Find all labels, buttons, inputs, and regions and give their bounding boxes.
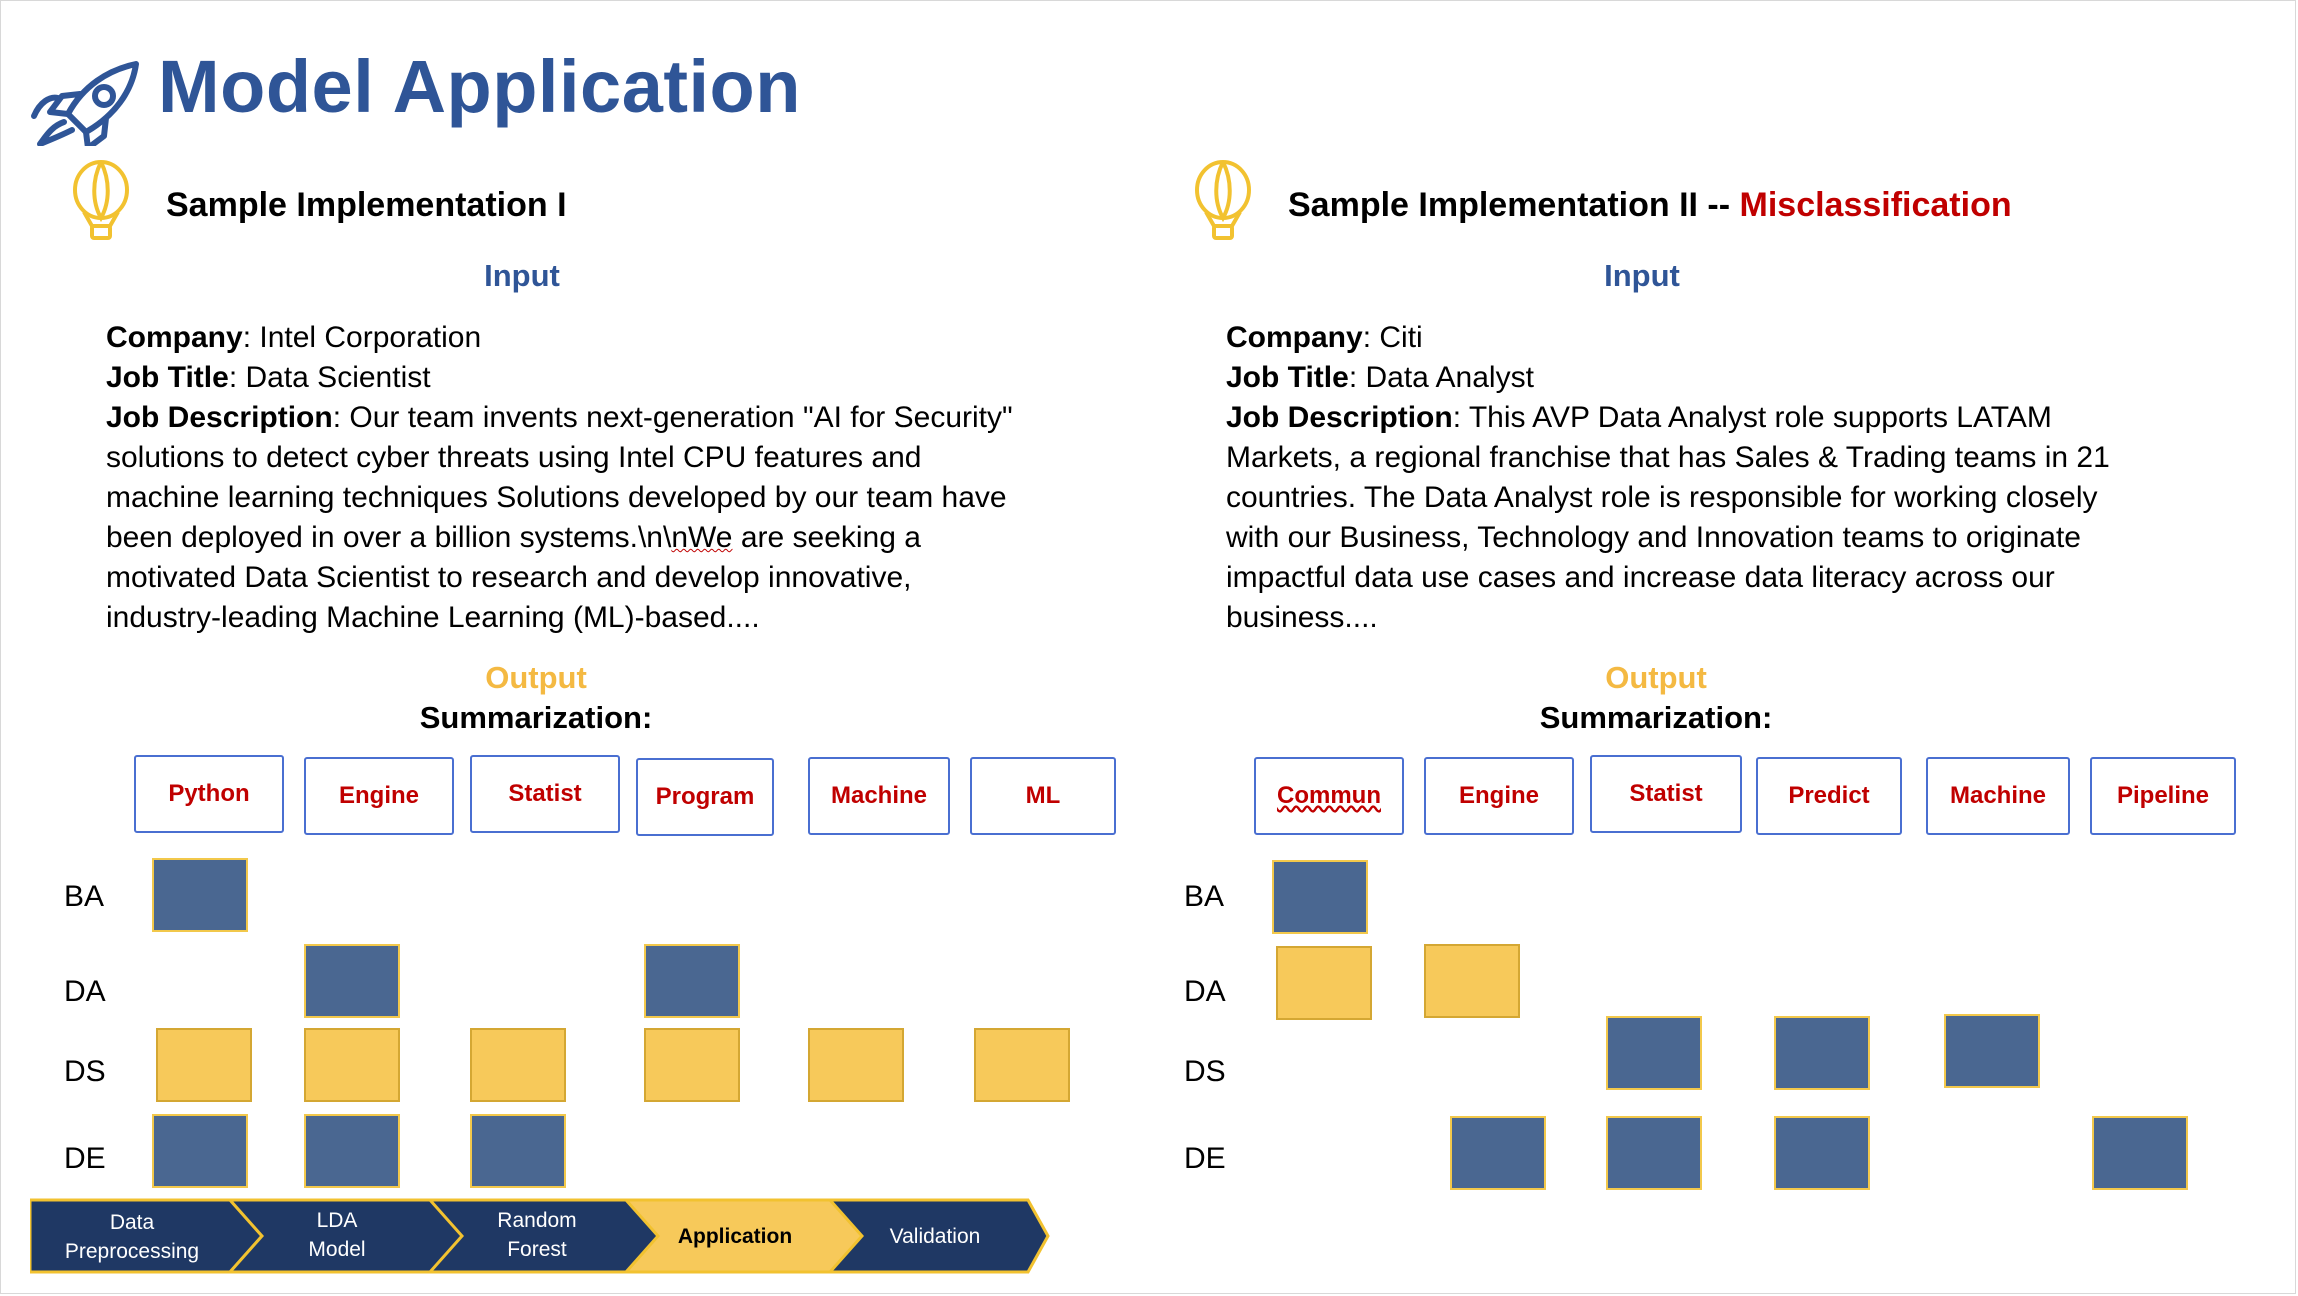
lightbulb-icon bbox=[1195, 160, 1251, 240]
left-job-text: Company: Intel Corporation Job Title: Da… bbox=[106, 318, 1096, 638]
right-tag-predict: Predict bbox=[1756, 757, 1902, 835]
right-job-desc-line: countries. The Data Analyst role is resp… bbox=[1226, 481, 2098, 514]
left-section-heading: Sample Implementation I bbox=[166, 186, 567, 224]
left-cell-ds-ml bbox=[974, 1028, 1070, 1102]
left-company-label: Company bbox=[106, 321, 243, 354]
right-tag-machine: Machine bbox=[1926, 757, 2070, 835]
right-tag-pipeline: Pipeline bbox=[2090, 757, 2236, 835]
right-section-heading: Sample Implementation II -- Misclassific… bbox=[1288, 186, 2012, 225]
left-row-label-de: DE bbox=[64, 1142, 106, 1175]
right-cell-ds-statist bbox=[1606, 1016, 1702, 1090]
right-cell-da-engine bbox=[1424, 944, 1520, 1018]
pipeline-chevrons bbox=[30, 1198, 1050, 1274]
left-tag-ml: ML bbox=[970, 757, 1116, 835]
left-cell-ds-engine bbox=[304, 1028, 400, 1102]
left-row-label-da: DA bbox=[64, 975, 106, 1008]
rocket-icon bbox=[31, 61, 139, 146]
left-output-label: Output bbox=[485, 660, 587, 695]
right-cell-ba-commun bbox=[1272, 860, 1368, 934]
left-row-label-ba: BA bbox=[64, 880, 105, 913]
left-job-title-label: Job Title bbox=[106, 361, 229, 394]
right-job-title-value: : Data Analyst bbox=[1348, 361, 1534, 394]
left-cell-ds-statist bbox=[470, 1028, 566, 1102]
right-cell-de-predict bbox=[1774, 1116, 1870, 1190]
right-job-text: Company: Citi Job Title: Data Analyst Jo… bbox=[1226, 318, 2216, 638]
right-cell-de-engine bbox=[1450, 1116, 1546, 1190]
right-row-label-da: DA bbox=[1184, 975, 1226, 1008]
left-job-desc-line: : Our team invents next-generation "AI f… bbox=[332, 401, 1013, 434]
right-cell-ds-predict bbox=[1774, 1016, 1870, 1090]
left-cell-de-statist bbox=[470, 1114, 566, 1188]
pipeline-label-validation[interactable]: Validation bbox=[889, 1225, 981, 1248]
right-company-value: : Citi bbox=[1362, 321, 1423, 354]
left-cell-ba-python bbox=[152, 858, 248, 932]
right-job-desc-line: impactful data use cases and increase da… bbox=[1226, 561, 2055, 594]
left-row-label-ds: DS bbox=[64, 1055, 106, 1088]
left-tag-program: Program bbox=[636, 758, 774, 836]
left-cell-de-python bbox=[152, 1114, 248, 1188]
left-cell-da-engine bbox=[304, 944, 400, 1018]
right-job-title-label: Job Title bbox=[1226, 361, 1349, 394]
left-job-desc-line: solutions to detect cyber threats using … bbox=[106, 441, 922, 474]
right-heading-main: Sample Implementation II -- bbox=[1288, 186, 1740, 224]
left-company-value: : Intel Corporation bbox=[242, 321, 482, 354]
right-job-desc-line: with our Business, Technology and Innova… bbox=[1226, 521, 2081, 554]
right-tag-statist: Statist bbox=[1590, 755, 1742, 833]
left-cell-ds-machine bbox=[808, 1028, 904, 1102]
right-company-label: Company bbox=[1226, 321, 1363, 354]
left-job-desc-line: industry-leading Machine Learning (ML)-b… bbox=[106, 601, 760, 634]
left-job-desc-line: machine learning techniques Solutions de… bbox=[106, 481, 1007, 514]
left-cell-de-engine bbox=[304, 1114, 400, 1188]
left-tag-python: Python bbox=[134, 755, 284, 833]
left-job-desc-line: motivated Data Scientist to research and… bbox=[106, 561, 912, 594]
left-job-desc-squiggle: nWe bbox=[671, 521, 733, 554]
right-row-label-de: DE bbox=[1184, 1142, 1226, 1175]
left-tag-statist: Statist bbox=[470, 755, 620, 833]
right-input-label: Input bbox=[1604, 258, 1680, 293]
left-cell-ds-program bbox=[644, 1028, 740, 1102]
pipeline-label-application[interactable]: Application bbox=[677, 1225, 793, 1248]
right-cell-da-commun bbox=[1276, 946, 1372, 1020]
left-input-label: Input bbox=[484, 258, 560, 293]
right-output-label: Output bbox=[1605, 660, 1707, 695]
right-job-desc-line: business.... bbox=[1226, 601, 1378, 634]
right-row-label-ba: BA bbox=[1184, 880, 1225, 913]
left-tag-engine: Engine bbox=[304, 757, 454, 835]
pipeline-step-validation bbox=[826, 1198, 1050, 1274]
right-row-label-ds: DS bbox=[1184, 1055, 1226, 1088]
page-title: Model Application bbox=[158, 45, 801, 128]
left-job-desc-label: Job Description bbox=[106, 401, 333, 434]
right-tag-engine: Engine bbox=[1424, 757, 1574, 835]
right-heading-accent: Misclassification bbox=[1739, 186, 2012, 224]
left-cell-ds-python bbox=[156, 1028, 252, 1102]
lightbulb-icon bbox=[73, 160, 129, 240]
left-cell-da-program bbox=[644, 944, 740, 1018]
right-job-desc-line: : This AVP Data Analyst role supports LA… bbox=[1452, 401, 2052, 434]
right-cell-de-pipeline bbox=[2092, 1116, 2188, 1190]
right-cell-ds-machine bbox=[1944, 1014, 2040, 1088]
right-tag-commun: Commun bbox=[1254, 757, 1404, 835]
left-summarization-label: Summarization: bbox=[419, 700, 653, 735]
right-summarization-label: Summarization: bbox=[1539, 700, 1773, 735]
left-tag-machine: Machine bbox=[808, 757, 950, 835]
right-job-desc-label: Job Description bbox=[1226, 401, 1453, 434]
left-job-title-value: : Data Scientist bbox=[228, 361, 431, 394]
right-job-desc-line: Markets, a regional franchise that has S… bbox=[1226, 441, 2110, 474]
left-job-desc-line: been deployed in over a billion systems.… bbox=[106, 521, 672, 554]
right-cell-de-statist bbox=[1606, 1116, 1702, 1190]
left-job-desc-tail: are seeking a bbox=[732, 521, 921, 554]
